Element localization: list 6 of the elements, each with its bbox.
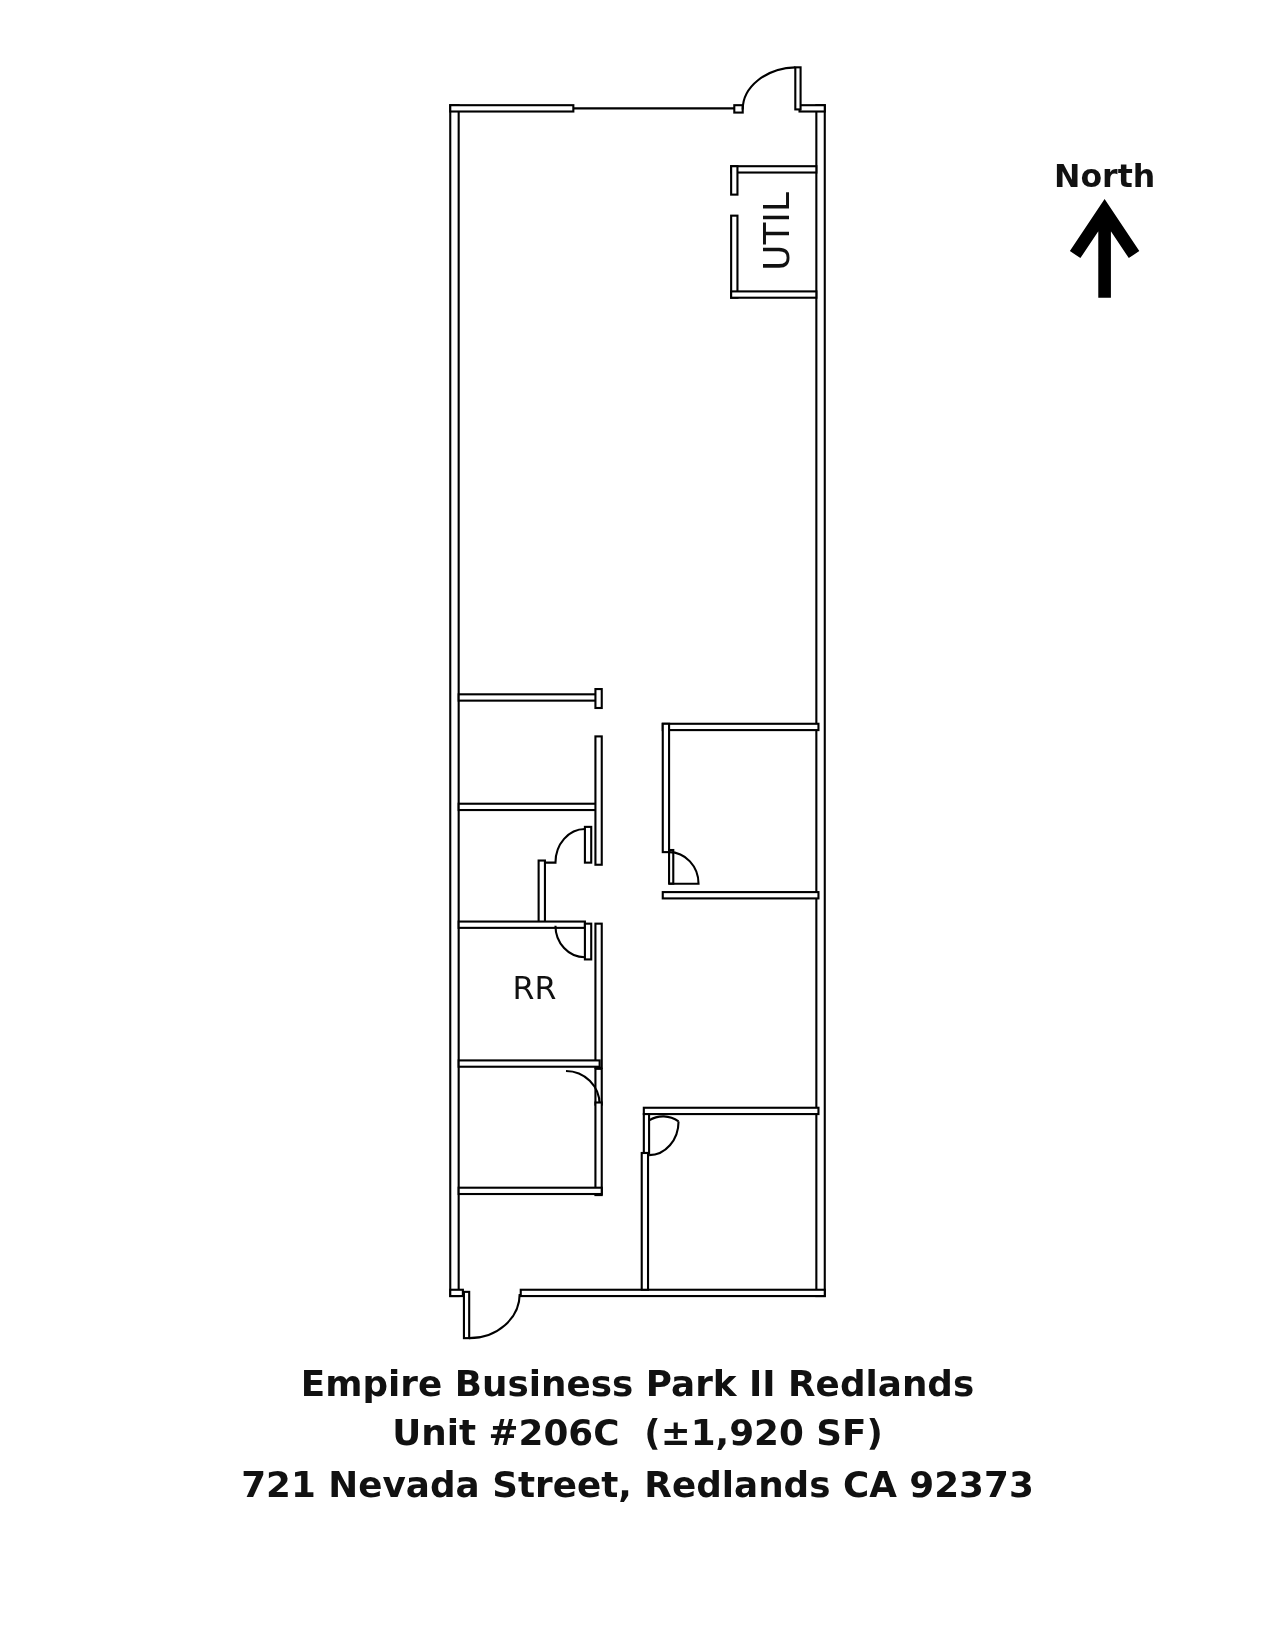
caption-line: 721 Nevada Street, Redlands CA 92373 <box>240 1463 1035 1506</box>
compass-label: North <box>1053 157 1157 195</box>
room-label: RR <box>511 969 558 1007</box>
caption-line: Unit #206C (±1,920 SF) <box>391 1411 884 1454</box>
room-label: UTIL <box>755 191 798 272</box>
title: Empire Business Park II Redlands <box>299 1362 976 1405</box>
